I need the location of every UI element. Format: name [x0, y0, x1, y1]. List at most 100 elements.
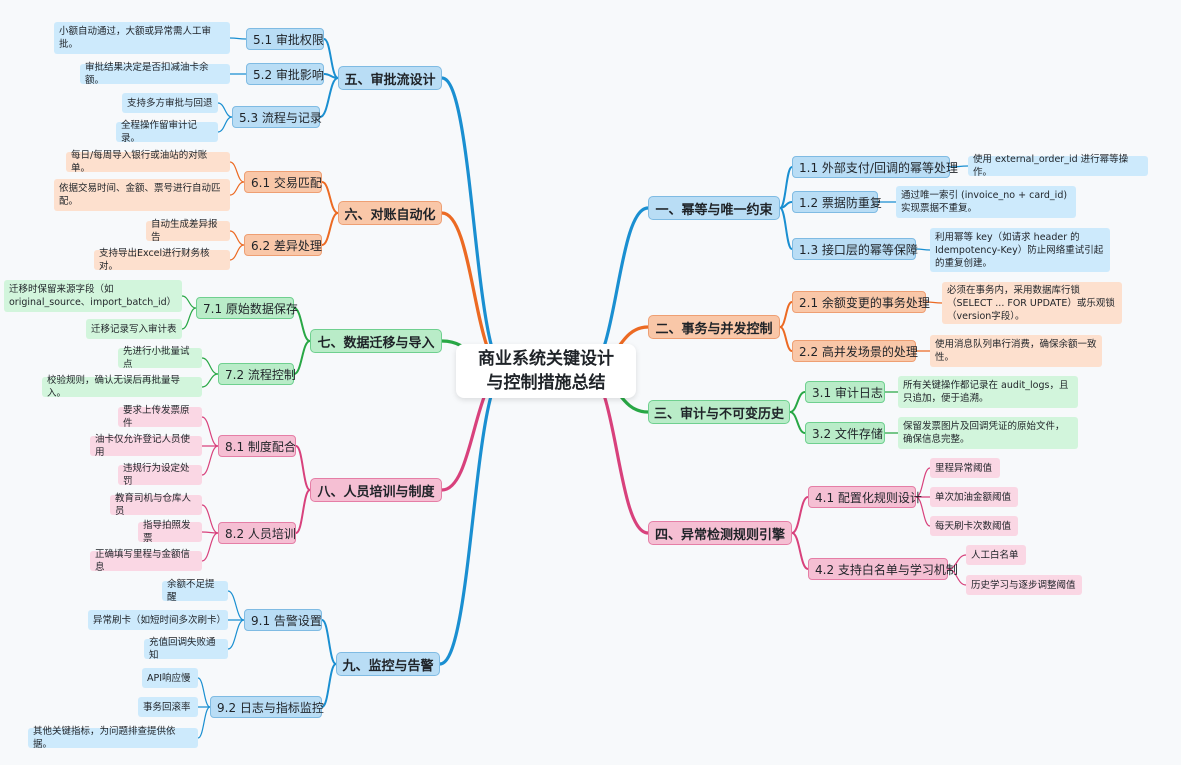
sub-topic-b5_1[interactable]: 5.1 审批权限 — [246, 28, 324, 50]
sub-topic-b1_2[interactable]: 1.2 票据防重复 — [792, 191, 882, 213]
sub-topic-b5_2[interactable]: 5.2 审批影响 — [246, 63, 324, 85]
sub-topic-b2_2[interactable]: 2.2 高并发场景的处理 — [792, 340, 918, 362]
main-branch-b1[interactable]: 一、幂等与唯一约束 — [648, 196, 780, 220]
node-label: 历史学习与逐步调整阈值 — [971, 579, 1076, 591]
detail-note-b8_1_3[interactable]: 违规行为设定处罚 — [118, 463, 202, 487]
node-label: 使用 external_order_id 进行幂等操作。 — [973, 154, 1129, 178]
sub-topic-b1_3[interactable]: 1.3 接口层的幂等保障 — [792, 238, 918, 260]
detail-note-b7_2_1[interactable]: 先进行小批量试点 — [118, 346, 202, 370]
detail-note-b8_2_3[interactable]: 正确填写里程与金额信息 — [90, 549, 202, 573]
detail-note-b4_2_1[interactable]: 人工白名单 — [966, 545, 1026, 565]
sub-topic-b9_1[interactable]: 9.1 告警设置 — [244, 609, 322, 631]
detail-note-b5_2_1[interactable]: 审批结果决定是否扣减油卡余额。 — [80, 62, 230, 86]
detail-note-b8_2_1[interactable]: 教育司机与仓库人员 — [110, 493, 202, 517]
detail-note-b9_2_3[interactable]: 其他关键指标，为问题排查提供依据。 — [28, 726, 198, 750]
connector-b8_2 — [295, 489, 311, 534]
node-label: 七、数据迁移与导入 — [317, 335, 435, 351]
connector-b4_2_1 — [947, 554, 967, 570]
node-label: 利用幂等 key（如请求 header 的 Idempotency-Key）防止… — [935, 231, 1104, 269]
detail-note-b1_1_1[interactable]: 使用 external_order_id 进行幂等操作。 — [968, 154, 1148, 178]
node-label: 八、人员培训与制度 — [317, 484, 435, 500]
sub-topic-b7_1[interactable]: 7.1 原始数据保存 — [196, 297, 298, 319]
detail-note-b3_1_1[interactable]: 所有关键操作都记录在 audit_logs，且只追加，便于追溯。 — [898, 376, 1078, 408]
sub-topic-b3_1[interactable]: 3.1 审计日志 — [805, 381, 885, 403]
detail-note-b9_1_1[interactable]: 余额不足提醒 — [162, 579, 228, 603]
main-branch-b6[interactable]: 六、对账自动化 — [338, 201, 442, 225]
main-branch-b2[interactable]: 二、事务与并发控制 — [648, 315, 780, 339]
main-branch-b9[interactable]: 九、监控与告警 — [336, 652, 440, 676]
detail-note-b4_1_1[interactable]: 里程异常阈值 — [930, 458, 1000, 478]
detail-note-b5_1_1[interactable]: 小额自动通过，大额或异常需人工审批。 — [54, 22, 230, 54]
detail-note-b1_3_1[interactable]: 利用幂等 key（如请求 header 的 Idempotency-Key）防止… — [930, 228, 1110, 272]
node-label: 人工白名单 — [971, 549, 1019, 561]
sub-topic-b8_2[interactable]: 8.2 人员培训 — [218, 522, 296, 544]
connector-b9_2_1 — [197, 677, 211, 708]
sub-topic-b3_2[interactable]: 3.2 文件存储 — [805, 422, 885, 444]
detail-note-b7_1_1[interactable]: 迁移时保留来源字段（如 original_source、import_batch… — [4, 280, 182, 312]
main-branch-b3[interactable]: 三、审计与不可变历史 — [648, 400, 790, 424]
detail-note-b4_1_2[interactable]: 单次加油金额阈值 — [930, 487, 1018, 507]
node-label: 二、事务与并发控制 — [655, 321, 773, 337]
connector-b9_2_3 — [197, 706, 211, 739]
sub-topic-b4_2[interactable]: 4.2 支持白名单与学习机制 — [808, 558, 958, 580]
node-label: 全程操作留审计记录。 — [121, 120, 198, 144]
connector-b6_2_1 — [229, 230, 245, 246]
detail-note-b9_2_1[interactable]: API响应慢 — [142, 668, 198, 688]
detail-note-b5_3_1[interactable]: 支持多方审批与回退 — [122, 93, 218, 113]
detail-note-b6_1_2[interactable]: 依据交易时间、金额、票号进行自动匹配。 — [54, 179, 230, 211]
node-label: 商业系统关键设计与控制措施总结 — [478, 349, 614, 393]
node-label: 要求上传发票原件 — [123, 405, 190, 429]
node-label: API响应慢 — [147, 672, 191, 684]
connector-b8_1_1 — [201, 416, 219, 447]
sub-topic-b6_2[interactable]: 6.2 差异处理 — [244, 234, 322, 256]
node-label: 8.1 制度配合 — [225, 439, 296, 454]
detail-note-b6_2_1[interactable]: 自动生成差异报告 — [146, 219, 230, 243]
sub-topic-b9_2[interactable]: 9.2 日志与指标监控 — [210, 696, 324, 718]
node-label: 6.1 交易匹配 — [251, 175, 322, 190]
detail-note-b7_1_2[interactable]: 迁移记录写入审计表 — [86, 319, 182, 339]
connector-b6_1_1 — [229, 161, 245, 183]
node-label: 通过唯一索引 (invoice_no + card_id) 实现票据不重复。 — [901, 190, 1068, 214]
detail-note-b4_2_2[interactable]: 历史学习与逐步调整阈值 — [966, 575, 1082, 595]
detail-note-b8_1_1[interactable]: 要求上传发票原件 — [118, 405, 202, 429]
main-branch-b4[interactable]: 四、异常检测规则引擎 — [648, 521, 792, 545]
sub-topic-b1_1[interactable]: 1.1 外部支付/回调的幂等处理 — [792, 156, 958, 178]
sub-topic-b5_3[interactable]: 5.3 流程与记录 — [232, 106, 322, 128]
node-label: 六、对账自动化 — [344, 207, 436, 223]
detail-note-b9_1_2[interactable]: 异常刷卡（如短时间多次刷卡） — [88, 610, 228, 630]
node-label: 5.3 流程与记录 — [239, 110, 322, 125]
node-label: 1.3 接口层的幂等保障 — [799, 242, 918, 257]
detail-note-b2_2_1[interactable]: 使用消息队列串行消费，确保余额一致性。 — [930, 335, 1102, 367]
detail-note-b5_3_2[interactable]: 全程操作留审计记录。 — [116, 120, 218, 144]
connector-b3_2 — [789, 411, 806, 434]
sub-topic-b4_1[interactable]: 4.1 配置化规则设计 — [808, 486, 922, 508]
main-branch-b7[interactable]: 七、数据迁移与导入 — [310, 329, 442, 353]
connector-b9 — [438, 369, 508, 666]
detail-note-b8_1_2[interactable]: 油卡仅允许登记人员使用 — [90, 434, 202, 458]
detail-note-b6_2_2[interactable]: 支持导出Excel进行财务核对。 — [94, 248, 230, 272]
sub-topic-b8_1[interactable]: 8.1 制度配合 — [218, 435, 296, 457]
main-branch-b8[interactable]: 八、人员培训与制度 — [310, 478, 442, 502]
sub-topic-b2_1[interactable]: 2.1 余额变更的事务处理 — [792, 291, 930, 313]
sub-topic-b6_1[interactable]: 6.1 交易匹配 — [244, 171, 322, 193]
node-label: 余额不足提醒 — [167, 579, 215, 603]
connector-b6_1 — [321, 181, 339, 214]
detail-note-b9_1_3[interactable]: 充值回调失败通知 — [144, 637, 228, 661]
detail-note-b9_2_2[interactable]: 事务回滚率 — [138, 697, 198, 717]
detail-note-b4_1_3[interactable]: 每天刷卡次数阈值 — [930, 516, 1018, 536]
node-label: 支持多方审批与回退 — [127, 97, 213, 109]
connector-b6_2 — [321, 212, 339, 246]
detail-note-b2_1_1[interactable]: 必须在事务内，采用数据库行锁（SELECT ... FOR UPDATE）或乐观… — [942, 282, 1122, 324]
central-topic[interactable]: 商业系统关键设计与控制措施总结 — [456, 344, 636, 398]
connector-b1_3 — [779, 207, 793, 250]
connector-b1_1_1 — [949, 165, 969, 168]
connector-b9_1 — [321, 619, 337, 665]
detail-note-b8_2_2[interactable]: 指导拍照发票 — [138, 520, 202, 544]
detail-note-b7_2_2[interactable]: 校验规则，确认无误后再批量导入。 — [42, 375, 202, 399]
detail-note-b1_2_1[interactable]: 通过唯一索引 (invoice_no + card_id) 实现票据不重复。 — [896, 186, 1076, 218]
detail-note-b3_2_1[interactable]: 保留发票图片及回调凭证的原始文件，确保信息完整。 — [898, 417, 1078, 449]
detail-note-b6_1_1[interactable]: 每日/每周导入银行或油站的对账单。 — [66, 150, 230, 174]
main-branch-b5[interactable]: 五、审批流设计 — [338, 66, 442, 90]
sub-topic-b7_2[interactable]: 7.2 流程控制 — [218, 363, 296, 385]
connector-b8_1 — [295, 445, 311, 491]
